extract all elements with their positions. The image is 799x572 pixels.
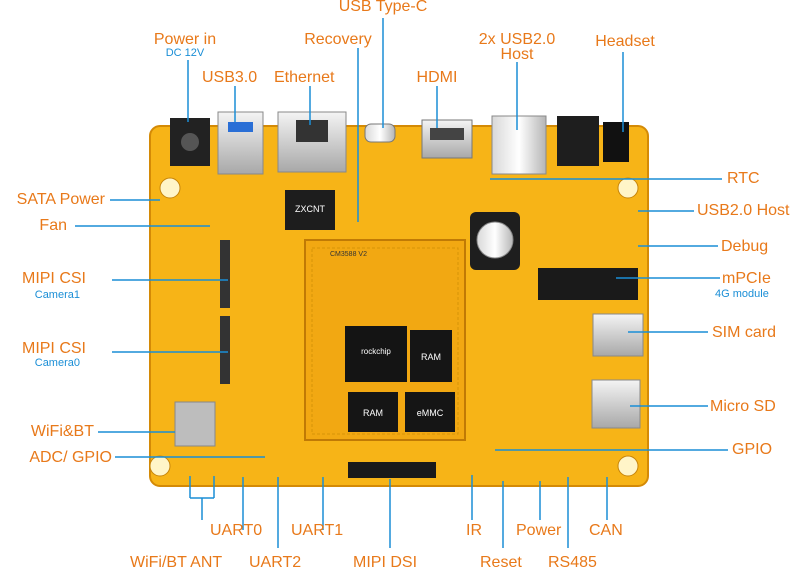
label-reset: Reset [480,554,522,571]
label-hdmi: HDMI [416,69,458,86]
label-ethernet: Ethernet [274,69,335,86]
label-headset: Headset [595,33,655,50]
ram-chip-2 [348,392,398,432]
label-mpcie: mPCIe [722,270,771,287]
label-usb20-host: USB2.0 Host [697,202,790,219]
usb2-dual-port [491,115,547,175]
label-gpio: GPIO [732,441,773,458]
label-uart1: UART1 [291,522,344,539]
label-power: Power [516,522,562,539]
soc-text: rockchip [361,347,391,356]
label-fan: Fan [39,217,67,234]
mpcie-slot [538,268,638,300]
label-mipi-csi-0: MIPI CSI [21,340,86,357]
label-power-in-sub: DC 12V [165,47,205,59]
sim-card-slot [592,313,644,357]
label-power-in: Power in [153,31,217,48]
leader-lines [75,18,728,548]
wifi-module [174,401,216,447]
label-2x-usb-line2: Host [500,46,534,63]
usb-type-c-port [364,123,396,143]
label-ir: IR [466,522,482,539]
ethernet-chip [285,190,335,230]
label-mipi-dsi: MIPI DSI [353,554,418,571]
headset-jack [557,116,629,166]
label-can: CAN [589,522,623,539]
mipi-dsi-header [348,462,436,478]
label-mpcie-sub: 4G module [715,288,769,300]
emmc-text: eMMC [417,408,444,418]
label-micro-sd: Micro SD [710,398,776,415]
hdmi-port [421,119,473,159]
label-rtc: RTC [727,170,760,187]
micro-sd-slot [591,379,641,429]
label-sata-power: SATA Power [16,191,105,208]
label-rs485: RS485 [548,554,597,571]
soc-chip [345,326,407,382]
ethernet-port [277,111,347,173]
label-camera0: Camera0 [34,357,80,369]
label-uart0: UART0 [210,522,263,539]
usb3-port [217,111,264,175]
fpc-camera0 [220,316,230,384]
eth-chip-text: ZXCNT [295,204,325,214]
label-wifi-bt: WiFi&BT [30,423,94,440]
label-sim-card: SIM card [712,324,777,341]
label-usb-type-c: USB Type-C [338,0,428,15]
ram1-text: RAM [421,352,441,362]
label-wifi-bt-ant: WiFi/BT ANT [130,554,223,571]
label-debug: Debug [721,238,769,255]
power-jack [170,118,210,166]
label-adc-gpio: ADC/ GPIO [29,449,112,466]
emmc-chip [405,392,455,432]
label-usb30: USB3.0 [202,69,258,86]
label-uart2: UART2 [249,554,302,571]
ram-chip-1 [410,330,452,382]
label-2x-usb-line1: 2x USB2.0 [478,31,556,48]
som-label-text: CM3588 V2 [330,251,367,258]
label-recovery: Recovery [304,31,372,48]
label-mipi-csi-1: MIPI CSI [21,270,86,287]
ram2-text: RAM [363,408,383,418]
fpc-camera1 [220,240,230,308]
label-camera1: Camera1 [34,289,80,301]
